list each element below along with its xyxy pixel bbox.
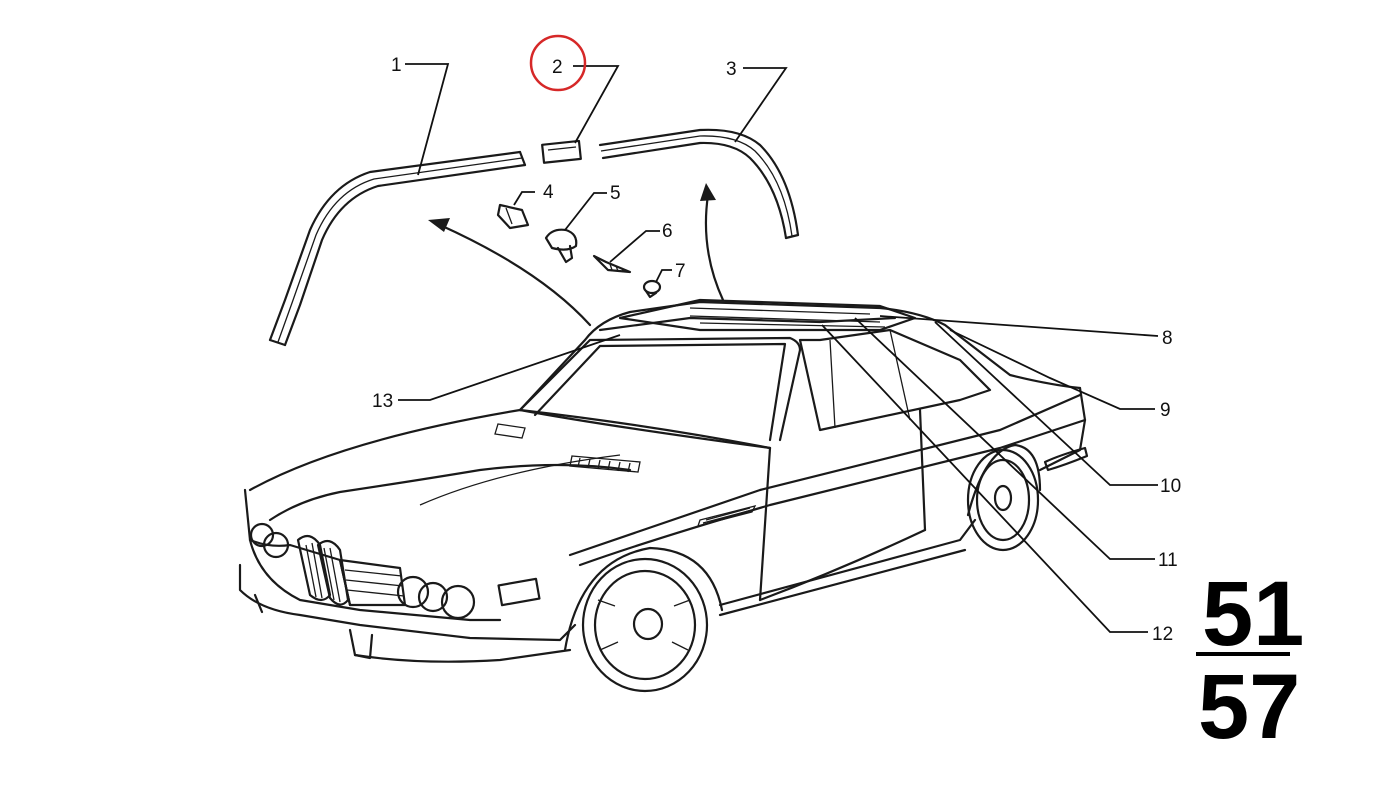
callout-12: 12 (1152, 624, 1173, 645)
leader-7 (655, 269, 672, 283)
callout-10: 10 (1160, 476, 1181, 497)
group-number: 51 57 (1196, 563, 1304, 758)
leader-10 (934, 321, 1158, 486)
leader-6 (609, 230, 660, 263)
part-2-moulding-joint-clip (541, 139, 582, 164)
callout-13: 13 (372, 391, 393, 412)
arrow-moulding-to-car-right (700, 183, 725, 302)
callout-5: 5 (610, 183, 621, 204)
leader-12 (821, 324, 1148, 633)
leader-5 (564, 192, 607, 231)
part-5-expanding-clip (544, 228, 578, 264)
group-number-bottom: 57 (1198, 656, 1300, 758)
callout-7: 7 (675, 261, 686, 282)
leader-9 (949, 329, 1155, 410)
callout-1: 1 (391, 55, 402, 76)
part-7-washer (642, 279, 662, 299)
leader-13 (398, 334, 621, 401)
car-body-outline (238, 298, 1089, 693)
highlight-circle (529, 34, 587, 92)
callout-4: 4 (543, 182, 554, 203)
callout-2: 2 (552, 57, 563, 78)
callout-8: 8 (1162, 328, 1173, 349)
leader-lines (398, 63, 1159, 633)
leader-3 (734, 67, 788, 143)
part-1-drip-moulding-left (268, 150, 527, 347)
leader-11 (854, 317, 1155, 560)
arrow-moulding-to-car-left (428, 218, 592, 327)
leader-1 (405, 63, 450, 176)
callout-3: 3 (726, 59, 737, 80)
leader-4 (513, 191, 535, 206)
leader-8 (879, 315, 1159, 337)
leader-2 (573, 65, 620, 144)
callout-9: 9 (1160, 400, 1171, 421)
part-6-screw (592, 254, 632, 274)
part-4-clip (496, 203, 530, 230)
part-3-drip-moulding-right (598, 128, 800, 240)
callout-11: 11 (1158, 550, 1178, 571)
group-number-divider (1196, 652, 1290, 656)
callout-6: 6 (662, 221, 673, 242)
group-number-top: 51 (1202, 563, 1304, 665)
